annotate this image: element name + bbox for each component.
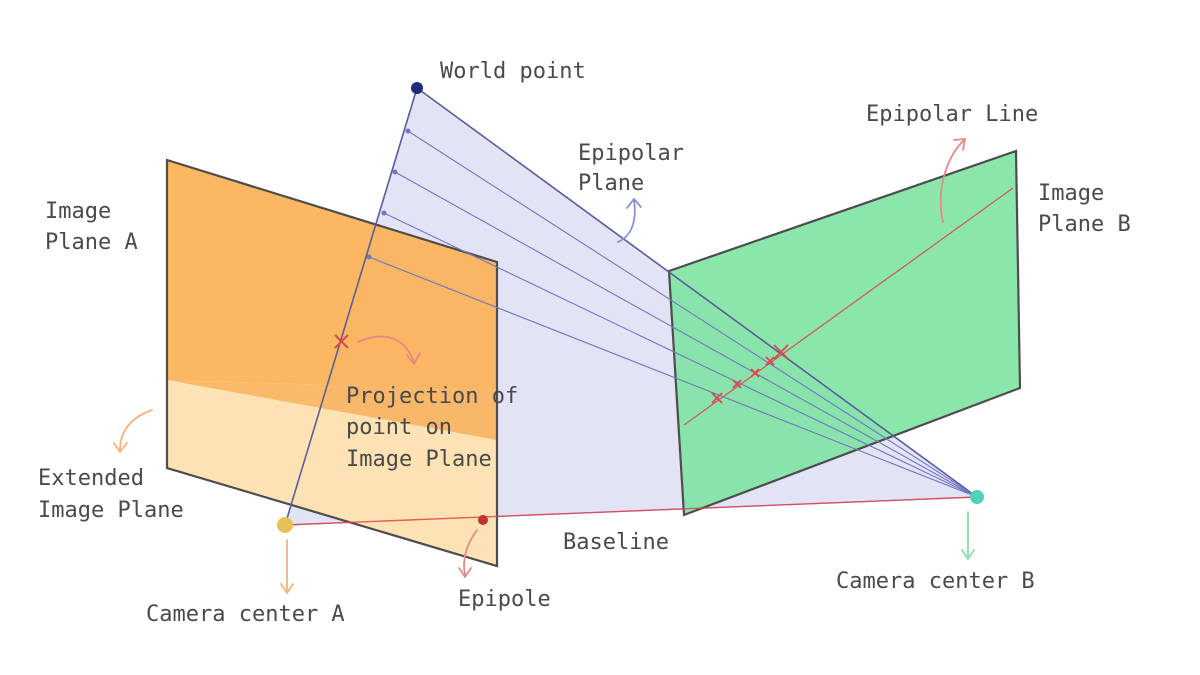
projection-label-line2: point on — [346, 415, 452, 440]
ray-line — [394, 171, 978, 498]
ray-line — [383, 212, 978, 498]
ray-sample-point — [392, 169, 398, 175]
ray-camera-a-to-world — [284, 87, 418, 526]
projection-marker — [732, 379, 742, 389]
camera-center-b-dot — [970, 490, 984, 504]
ray-sample-points — [366, 128, 411, 260]
ray-fan — [368, 130, 978, 498]
image-plane-b-label-line1: Image — [1038, 181, 1104, 206]
extended-plane-arrow — [113, 409, 153, 454]
ray-sample-point — [366, 254, 372, 260]
ray-line — [368, 256, 978, 498]
ray-world-to-camera-b — [416, 87, 978, 498]
projection-marker-a — [334, 334, 349, 349]
ray-sample-point — [405, 128, 411, 134]
image-plane-a-label-line2: Plane A — [45, 230, 138, 255]
projection-marker — [750, 368, 760, 378]
projection-label-line1: Projection of — [346, 384, 518, 409]
projection-marker — [773, 344, 789, 360]
world-point-dot — [411, 82, 423, 94]
projection-label-line3: Image Plane — [346, 447, 492, 472]
camera-center-a-dot — [277, 517, 293, 533]
projection-arrow — [357, 335, 421, 366]
epipolar-plane-label-line2: Plane — [578, 171, 644, 196]
epipolar-line-arrow — [939, 137, 967, 223]
projection-marker — [711, 392, 723, 404]
image-plane-b-label-line2: Plane B — [1038, 212, 1131, 237]
image-plane-b — [667, 149, 1022, 517]
epipolar-line-label: Epipolar Line — [866, 102, 1038, 127]
epipole-dot — [478, 515, 488, 525]
epipolar-plane-label-line1: Epipolar — [578, 141, 684, 166]
ray-sample-point — [381, 210, 387, 216]
projection-markers-b — [711, 344, 789, 404]
camera-center-b-label: Camera center B — [836, 569, 1035, 594]
ray-line — [407, 130, 978, 498]
extended-plane-label-line2: Image Plane — [38, 498, 184, 523]
extended-plane-label-line1: Extended — [38, 466, 144, 491]
projection-marker — [765, 356, 775, 366]
epipole-label: Epipole — [458, 587, 551, 612]
world-point-label: World point — [440, 59, 586, 84]
camera-center-b-arrow — [961, 511, 975, 561]
epipole-arrow — [458, 529, 478, 579]
baseline-line — [284, 496, 978, 526]
camera-center-a-label: Camera center A — [146, 602, 345, 627]
epipolar-plane-arrow — [617, 197, 642, 243]
image-plane-a-label-line1: Image — [45, 199, 111, 224]
baseline-label: Baseline — [563, 530, 669, 555]
camera-center-a-arrow — [280, 539, 294, 595]
